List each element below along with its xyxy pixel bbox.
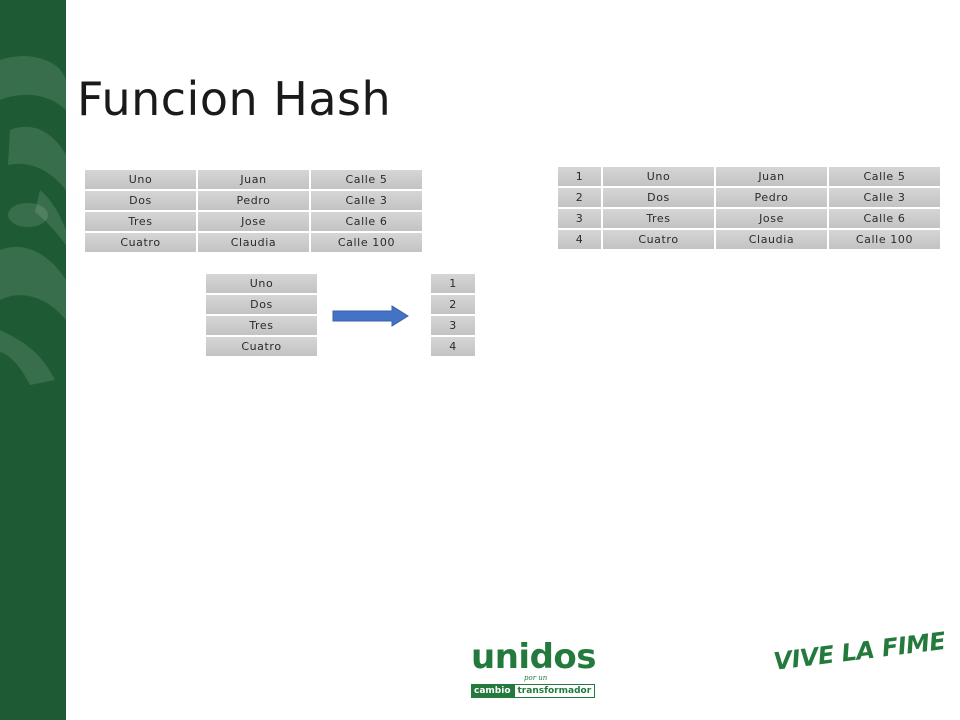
table-row: 2 — [431, 295, 475, 314]
records-table: Uno Juan Calle 5 Dos Pedro Calle 3 Tres … — [83, 168, 424, 254]
table-cell: 4 — [558, 230, 601, 249]
slide-title: Funcion Hash — [77, 72, 392, 126]
table-cell: 1 — [431, 274, 475, 293]
unidos-logo-bar-right: transformador — [513, 684, 596, 698]
table-cell: Claudia — [198, 233, 309, 252]
table-row: 3 — [431, 316, 475, 335]
table-row: 1 — [431, 274, 475, 293]
table-cell: Calle 3 — [311, 191, 422, 210]
table-cell: Calle 100 — [829, 230, 940, 249]
table-row: Uno — [206, 274, 317, 293]
table-row: Dos Pedro Calle 3 — [85, 191, 422, 210]
table-cell: 2 — [431, 295, 475, 314]
table-cell: Cuatro — [85, 233, 196, 252]
unidos-logo-small: por un — [524, 674, 548, 682]
fime-logo: VIVE LA FIME — [772, 626, 947, 676]
arrow-right-icon — [332, 305, 409, 327]
table-cell: Uno — [85, 170, 196, 189]
table-cell: Claudia — [716, 230, 827, 249]
table-cell: Calle 6 — [311, 212, 422, 231]
table-row: Uno Juan Calle 5 — [85, 170, 422, 189]
table-cell: 2 — [558, 188, 601, 207]
table-cell: 3 — [558, 209, 601, 228]
table-cell: Uno — [206, 274, 317, 293]
table-cell: 1 — [558, 167, 601, 186]
unidos-logo-bar: cambio transformador — [471, 684, 596, 698]
table-cell: Calle 100 — [311, 233, 422, 252]
unidos-logo-bar-left: cambio — [471, 684, 514, 698]
table-cell: Dos — [206, 295, 317, 314]
table-cell: Tres — [85, 212, 196, 231]
table-cell: Calle 3 — [829, 188, 940, 207]
table-cell: 4 — [431, 337, 475, 356]
table-row: 4 — [431, 337, 475, 356]
table-cell: Calle 6 — [829, 209, 940, 228]
table-row: Dos — [206, 295, 317, 314]
table-row: Cuatro Claudia Calle 100 — [85, 233, 422, 252]
table-row: 2 Dos Pedro Calle 3 — [558, 188, 940, 207]
table-cell: Cuatro — [206, 337, 317, 356]
table-cell: Calle 5 — [311, 170, 422, 189]
table-cell: 3 — [431, 316, 475, 335]
table-row: Tres Jose Calle 6 — [85, 212, 422, 231]
table-cell: Calle 5 — [829, 167, 940, 186]
table-cell: Jose — [716, 209, 827, 228]
table-row: 1 Uno Juan Calle 5 — [558, 167, 940, 186]
table-cell: Juan — [198, 170, 309, 189]
table-cell: Tres — [206, 316, 317, 335]
tiger-head-icon — [0, 56, 66, 385]
table-row: Tres — [206, 316, 317, 335]
unidos-logo-word: unidos — [471, 637, 597, 677]
table-cell: Tres — [603, 209, 714, 228]
side-band — [0, 0, 66, 720]
table-cell: Dos — [85, 191, 196, 210]
table-row: 3 Tres Jose Calle 6 — [558, 209, 940, 228]
hashed-records-table: 1 Uno Juan Calle 5 2 Dos Pedro Calle 3 3… — [556, 165, 942, 251]
table-cell: Pedro — [198, 191, 309, 210]
table-cell: Jose — [198, 212, 309, 231]
unidos-logo: unidos por un cambio transformador — [470, 637, 597, 701]
table-cell: Juan — [716, 167, 827, 186]
table-cell: Pedro — [716, 188, 827, 207]
table-cell: Uno — [603, 167, 714, 186]
index-table: 1 2 3 4 — [429, 272, 477, 358]
table-row: 4 Cuatro Claudia Calle 100 — [558, 230, 940, 249]
table-row: Cuatro — [206, 337, 317, 356]
table-cell: Cuatro — [603, 230, 714, 249]
table-cell: Dos — [603, 188, 714, 207]
keys-table: Uno Dos Tres Cuatro — [204, 272, 319, 358]
